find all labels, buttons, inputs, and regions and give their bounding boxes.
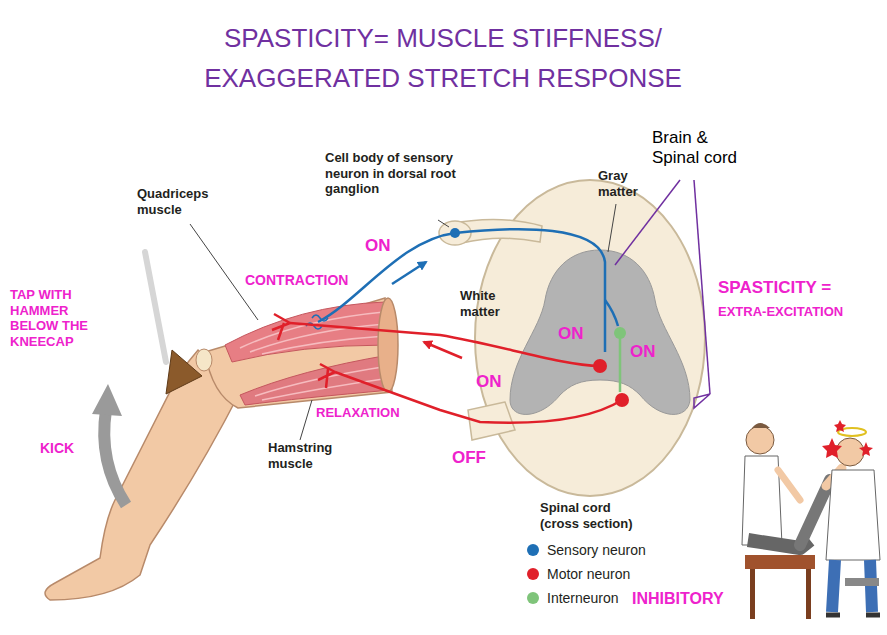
legend-swatch	[527, 592, 539, 604]
reflex-hammer	[166, 350, 202, 394]
note: SPASTICITY =	[718, 278, 831, 298]
part-label: Spinal cord (cross section)	[540, 500, 650, 531]
cartoon	[742, 420, 880, 619]
legend-text: Motor neuron	[547, 566, 630, 582]
motor-neuron-body	[615, 393, 629, 407]
signal-arrow	[424, 342, 462, 358]
thigh-cut	[378, 298, 398, 392]
hamstring-muscle	[240, 355, 391, 405]
sensory-cell-body	[450, 228, 460, 238]
legend-swatch	[527, 544, 539, 556]
signal-arrow	[392, 262, 426, 284]
signal-state: ON	[558, 324, 584, 344]
signal-state: OFF	[452, 448, 486, 468]
signal-state: RELAXATION	[316, 405, 400, 421]
muscle-fibres	[240, 312, 386, 354]
legend-swatch	[527, 568, 539, 580]
note: TAP WITH HAMMER BELOW THE KNEECAP	[10, 287, 105, 349]
lower-leg	[45, 350, 240, 600]
bracket	[615, 180, 710, 408]
legend-text: Interneuron	[547, 590, 619, 606]
muscle-fibres	[255, 366, 390, 400]
legend-row: Sensory neuron	[527, 542, 646, 558]
part-label: Hamstring muscle	[268, 440, 348, 471]
leader-line	[190, 204, 616, 440]
sensory-neuron	[306, 229, 618, 352]
diagram-title: SPASTICITY= MUSCLE STIFFNESS/ EXAGGERATE…	[163, 18, 723, 98]
signal-state: ON	[476, 372, 502, 392]
motor-neuron-body	[593, 359, 607, 373]
motor-neuron	[272, 314, 622, 423]
hammer-handle	[145, 252, 166, 362]
part-label: Cell body of sensory neuron in dorsal ro…	[325, 150, 460, 197]
note: KICK	[40, 440, 74, 457]
part-label: Quadriceps muscle	[137, 186, 222, 217]
interneuron-body	[614, 327, 626, 339]
legend-text: Sensory neuron	[547, 542, 646, 558]
quadriceps-muscle	[225, 302, 387, 362]
part-label: Gray matter	[598, 168, 658, 199]
thigh	[205, 298, 392, 408]
legend-row: Motor neuron	[527, 566, 630, 582]
note: INHIBITORY	[632, 589, 724, 608]
signal-state: CONTRACTION	[245, 272, 348, 289]
part-label: Brain & Spinal cord	[652, 128, 757, 169]
signal-state: ON	[630, 342, 656, 362]
interneuron	[619, 338, 622, 392]
signal-state: ON	[365, 236, 391, 256]
part-label: White matter	[460, 288, 520, 319]
gray-matter	[510, 250, 690, 414]
kick-arrow-head	[92, 384, 122, 416]
kick-arrow	[104, 410, 126, 505]
legend-row: Interneuron	[527, 590, 619, 606]
note: EXTRA-EXCITATION	[718, 304, 843, 320]
kneecap	[196, 349, 212, 371]
